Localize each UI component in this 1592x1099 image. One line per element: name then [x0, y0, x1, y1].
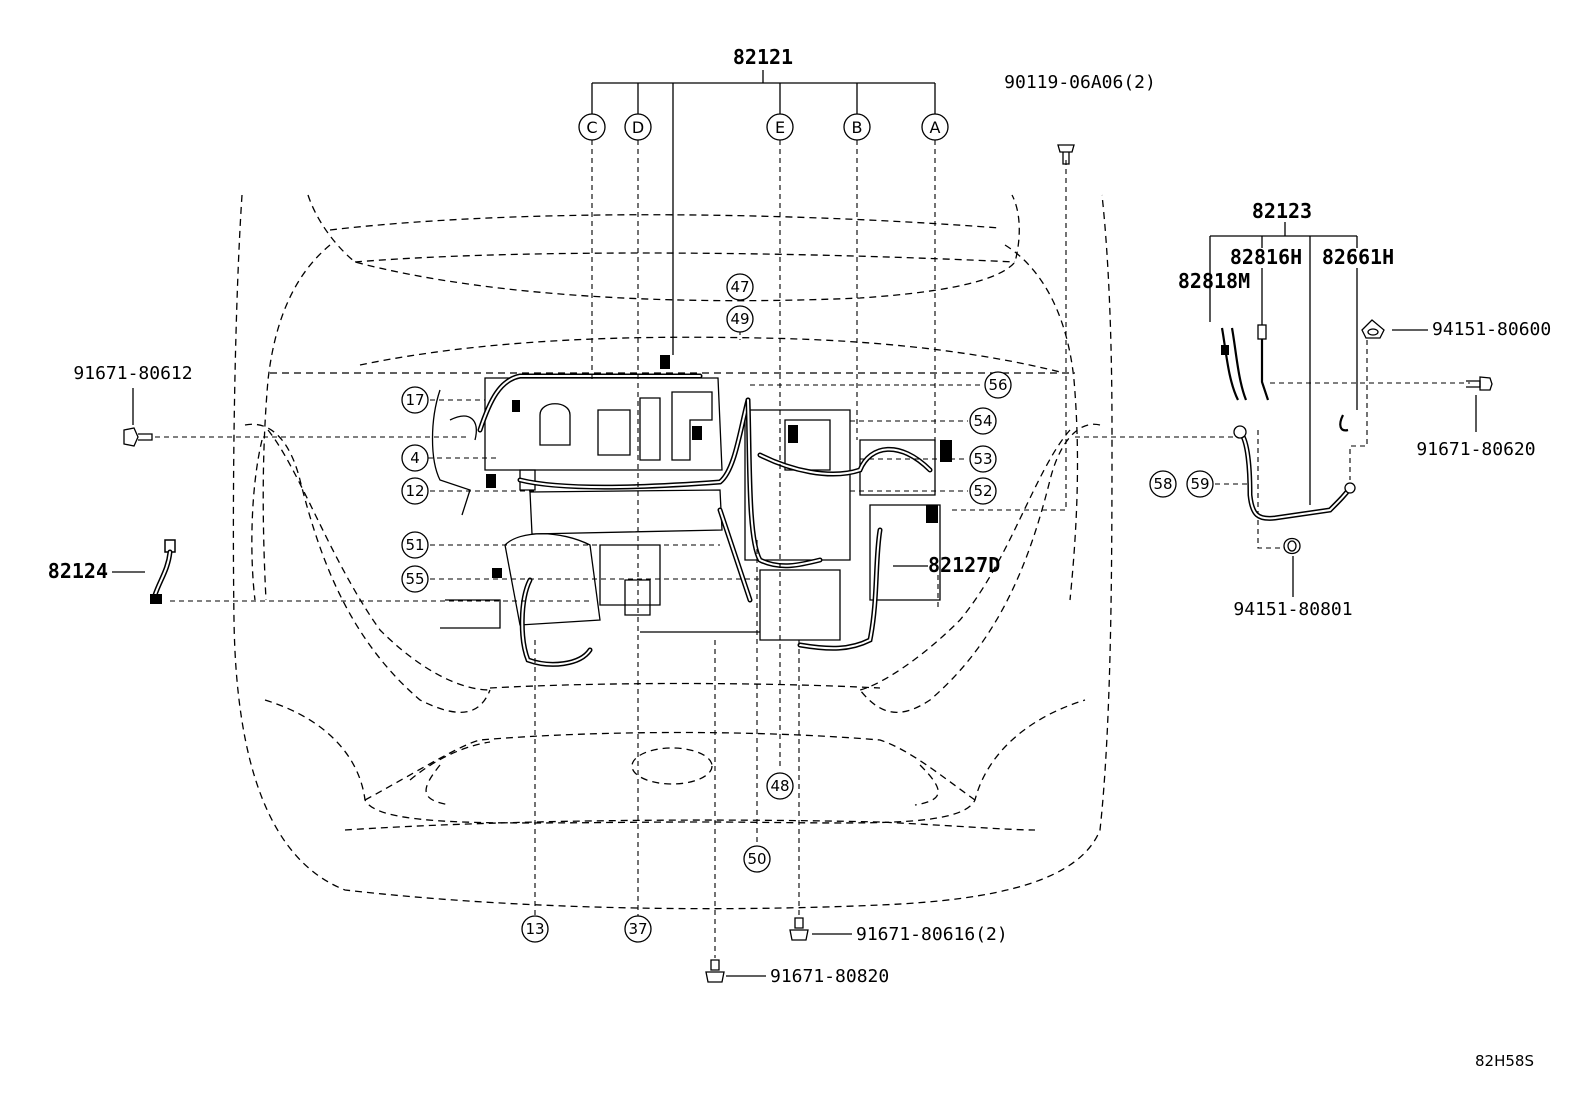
svg-text:47: 47: [730, 278, 749, 296]
bolt-right-icon: [1466, 376, 1493, 391]
callout-55: 55: [401, 565, 429, 593]
svg-text:59: 59: [1190, 475, 1209, 493]
callout-52: 52: [969, 477, 997, 505]
svg-text:37: 37: [628, 920, 647, 938]
part-label-nut-right: 94151-80600: [1432, 319, 1551, 340]
callout-54: 54: [969, 407, 997, 435]
numbered-callouts: 47 49 56 54 53 52 17 4 12 51 55 58 59 48…: [401, 273, 1214, 943]
bolt-top-icon: [1057, 144, 1075, 165]
svg-text:C: C: [586, 118, 597, 137]
nut-lower-icon: [1283, 537, 1301, 555]
svg-text:53: 53: [973, 450, 992, 468]
part-label-82661H: 82661H: [1322, 245, 1394, 269]
connector-b: B: [843, 113, 871, 141]
svg-text:48: 48: [770, 777, 789, 795]
fasteners: [123, 144, 1493, 983]
callout-13: 13: [521, 915, 549, 943]
callout-58: 58: [1149, 470, 1177, 498]
svg-text:A: A: [930, 118, 941, 137]
part-label-bolt-bottom-2: 91671-80820: [770, 966, 889, 987]
diagram-reference-code: 82H58S: [1475, 1052, 1534, 1070]
svg-text:49: 49: [730, 310, 749, 328]
callout-4: 4: [401, 444, 429, 472]
harness-82124-sketch: [150, 539, 176, 604]
part-label-82123: 82123: [1252, 199, 1312, 223]
svg-text:54: 54: [973, 412, 992, 430]
nut-right-icon: [1361, 319, 1385, 339]
part-label-bolt-bottom-1: 91671-80616(2): [856, 924, 1008, 945]
connector-e: E: [766, 113, 794, 141]
leader-lines: [112, 70, 1477, 977]
callout-37: 37: [624, 915, 652, 943]
callout-12: 12: [401, 477, 429, 505]
harness-82123-sketch: [1220, 324, 1356, 521]
part-label-82121: 82121: [733, 45, 793, 69]
svg-text:50: 50: [747, 850, 766, 868]
part-label-bolt-right: 91671-80620: [1416, 439, 1535, 460]
svg-text:13: 13: [525, 920, 544, 938]
vehicle-outline: [232, 194, 1113, 910]
callout-49: 49: [726, 305, 754, 333]
connector-c: C: [578, 113, 606, 141]
callout-48: 48: [766, 772, 794, 800]
part-label-82818M: 82818M: [1178, 269, 1250, 293]
svg-text:51: 51: [405, 536, 424, 554]
part-label-nut-lower: 94151-80801: [1233, 599, 1352, 620]
callout-51: 51: [401, 531, 429, 559]
callout-17: 17: [401, 386, 429, 414]
svg-text:52: 52: [973, 482, 992, 500]
callout-53: 53: [969, 445, 997, 473]
svg-text:56: 56: [988, 376, 1007, 394]
bolt-left-icon: [123, 427, 153, 447]
svg-text:55: 55: [405, 570, 424, 588]
svg-text:58: 58: [1153, 475, 1172, 493]
part-label-82816H: 82816H: [1230, 245, 1302, 269]
callout-56: 56: [984, 371, 1012, 399]
svg-text:17: 17: [405, 391, 424, 409]
svg-text:12: 12: [405, 482, 424, 500]
callout-59: 59: [1186, 470, 1214, 498]
svg-text:E: E: [775, 118, 785, 137]
callout-47: 47: [726, 273, 754, 301]
part-label-82124: 82124: [48, 559, 108, 583]
part-label-82127D: 82127D: [928, 553, 1000, 577]
part-label-bolt-left: 91671-80612: [73, 363, 192, 384]
connector-a: A: [921, 113, 949, 141]
svg-text:4: 4: [410, 449, 420, 467]
callout-50: 50: [743, 845, 771, 873]
bolt-bottom-1-icon: [789, 917, 809, 941]
part-number-labels: 82121 90119-06A06(2) 82123 82816H 82661H…: [48, 45, 1551, 987]
lettered-connectors: C D E B A: [578, 113, 949, 141]
connector-d: D: [624, 113, 652, 141]
svg-text:B: B: [852, 118, 863, 137]
part-label-bolt-top: 90119-06A06(2): [1004, 72, 1156, 93]
engine-harness-assembly: [431, 355, 952, 667]
bolt-bottom-2-icon: [705, 959, 725, 983]
svg-text:D: D: [632, 118, 644, 137]
